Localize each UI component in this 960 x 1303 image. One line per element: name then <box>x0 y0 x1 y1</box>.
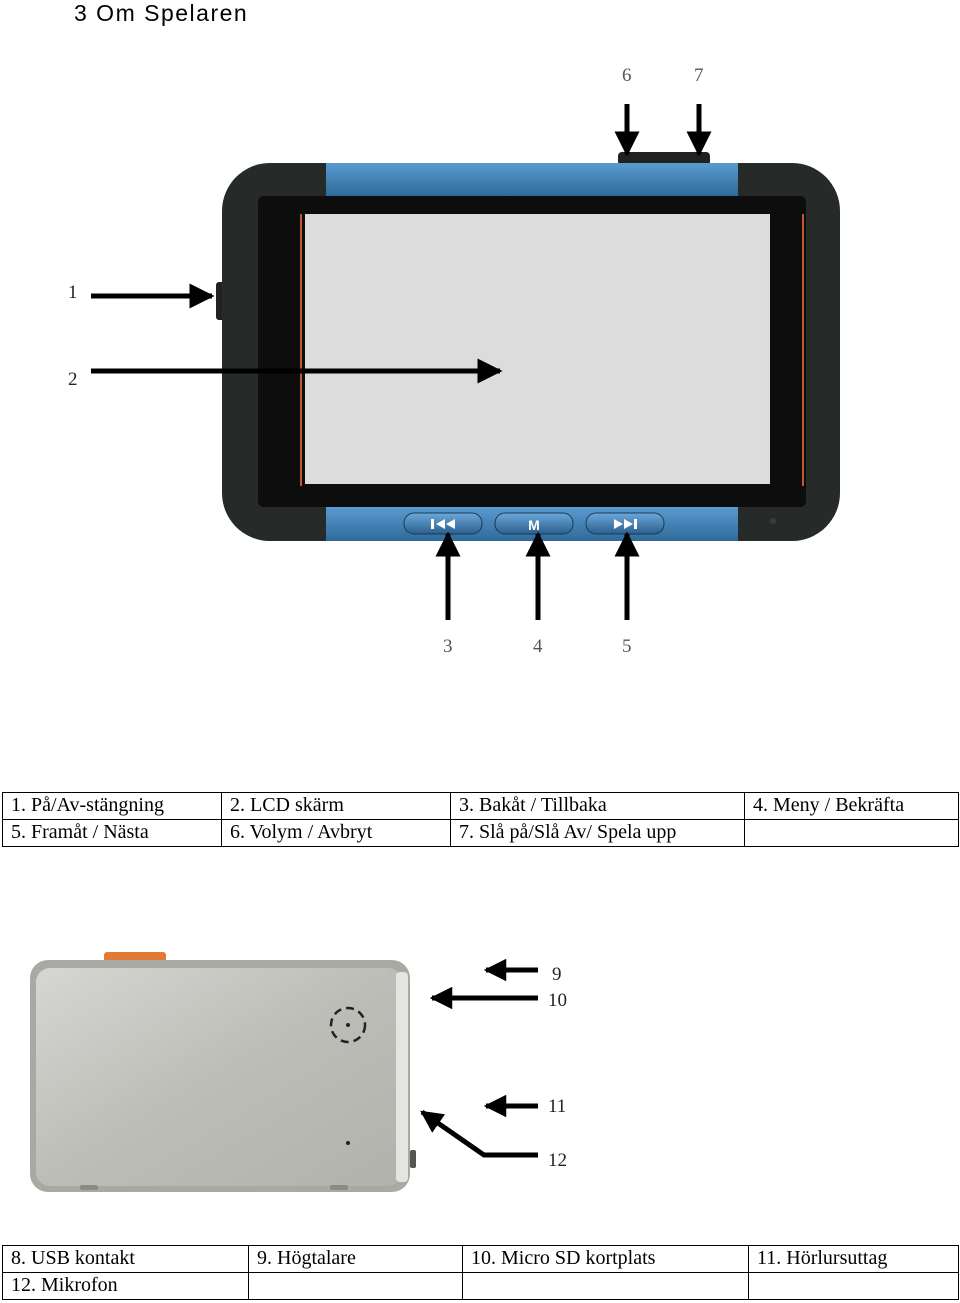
callout-10: 10 <box>548 990 567 1011</box>
legend-cell: 5. Framåt / Nästa <box>2 819 222 847</box>
callout-2: 2 <box>68 369 78 390</box>
legend-cell: 2. LCD skärm <box>221 792 451 820</box>
back-body <box>36 968 402 1186</box>
skip-forward-icon <box>614 519 637 529</box>
legend-cell: 10. Micro SD kortplats <box>462 1245 749 1273</box>
callout-7: 7 <box>694 65 704 86</box>
legend-cell: 7. Slå på/Slå Av/ Spela upp <box>450 819 745 847</box>
callout-9: 9 <box>552 964 562 985</box>
top-accent-band <box>326 163 738 196</box>
legend-cell: 3. Bakåt / Tillbaka <box>450 792 745 820</box>
legend-cell: 8. USB kontakt <box>2 1245 249 1273</box>
table-row: 12. Mikrofon <box>2 1272 959 1300</box>
back-legend-table: 8. USB kontakt 9. Högtalare 10. Micro SD… <box>2 1245 959 1300</box>
callout-11: 11 <box>548 1096 567 1117</box>
table-row: 1. På/Av-stängning 2. LCD skärm 3. Bakåt… <box>2 792 959 820</box>
front-legend-table: 1. På/Av-stängning 2. LCD skärm 3. Bakåt… <box>2 792 959 847</box>
legend-cell <box>744 819 959 847</box>
legend-cell: 11. Hörlursuttag <box>748 1245 959 1273</box>
legend-cell: 1. På/Av-stängning <box>2 792 222 820</box>
callout-1: 1 <box>68 282 78 303</box>
back-button <box>403 512 483 535</box>
legend-cell: 6. Volym / Avbryt <box>221 819 451 847</box>
legend-cell <box>748 1272 959 1300</box>
legend-cell: 9. Högtalare <box>248 1245 463 1273</box>
skip-back-icon <box>431 519 455 529</box>
lcd-screen <box>305 214 770 484</box>
legend-cell <box>248 1272 463 1300</box>
arrow-12 <box>420 1109 538 1158</box>
speaker-grille <box>329 1006 367 1044</box>
callout-12: 12 <box>548 1150 567 1171</box>
legend-cell <box>462 1272 749 1300</box>
callout-3: 3 <box>443 636 453 657</box>
table-row: 5. Framåt / Nästa 6. Volym / Avbryt 7. S… <box>2 819 959 847</box>
menu-button-label: M <box>528 517 540 533</box>
section-heading: 3 Om Spelaren <box>74 0 249 26</box>
microphone-hole <box>346 1141 350 1145</box>
front-view-figure: M <box>91 104 840 620</box>
callout-6: 6 <box>622 65 632 86</box>
callout-5: 5 <box>622 636 632 657</box>
callout-4: 4 <box>533 636 543 657</box>
legend-cell: 4. Meny / Bekräfta <box>744 792 959 820</box>
table-row: 8. USB kontakt 9. Högtalare 10. Micro SD… <box>2 1245 959 1273</box>
legend-cell: 12. Mikrofon <box>2 1272 249 1300</box>
